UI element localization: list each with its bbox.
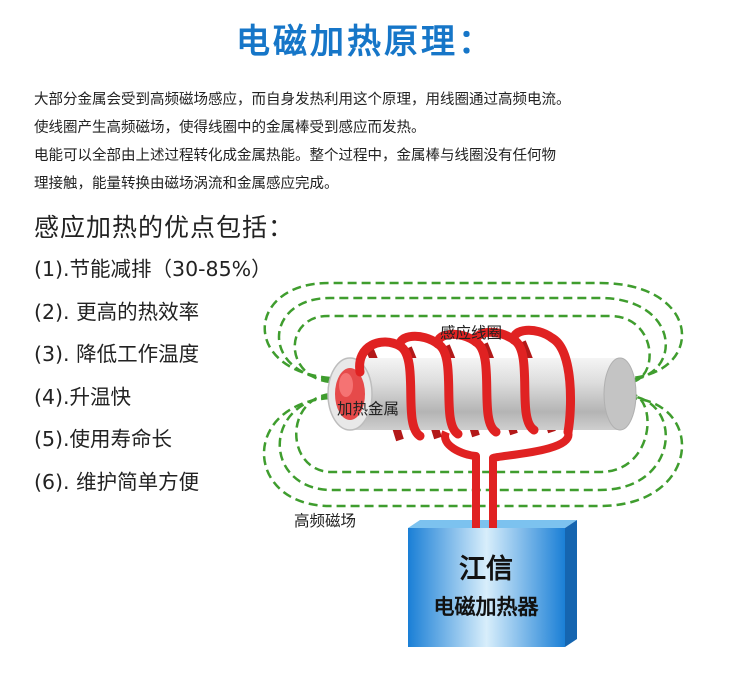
field-line-outer (263, 281, 684, 380)
magnetic-field-lines (262, 281, 684, 508)
description: 大部分金属会受到高频磁场感应，而自身发热利用这个原理，用线圈通过高频电流。 使线… (34, 86, 714, 198)
field-line-outer-bottom (262, 396, 684, 508)
description-line: 大部分金属会受到高频磁场感应，而自身发热利用这个原理，用线圈通过高频电流。 (34, 92, 571, 108)
advantage-item: (5).使用寿命长 (34, 427, 173, 451)
description-line: 理接触，能量转换由磁场涡流和金属感应完成。 (34, 176, 339, 192)
coil-leads (441, 430, 573, 528)
description-line: 使线圈产生高频磁场，使得线圈中的金属棒受到感应而发热。 (34, 120, 426, 136)
heater-box (408, 520, 577, 647)
advantage-item: (3). 降低工作温度 (34, 342, 200, 366)
box-product-label: 电磁加热器 (434, 595, 540, 619)
field-label: 高频磁场 (294, 512, 356, 530)
metal-label: 加热金属 (337, 400, 399, 418)
page-title: 电磁加热原理： (236, 22, 495, 62)
advantage-item: (2). 更高的热效率 (34, 299, 200, 324)
box-brand-label: 江信 (459, 554, 513, 585)
advantages-list: (1).节能减排（30-85%） (2). 更高的热效率 (3). 降低工作温度… (34, 248, 272, 503)
field-line-inner (293, 314, 651, 384)
field-line-inner-bottom (295, 392, 649, 474)
induction-coil (355, 325, 576, 441)
advantage-item: (1).节能减排（30-85%） (34, 257, 272, 281)
description-line: 电能可以全部由上述过程转化成金属热能。整个过程中，金属棒与线圈没有任何物 (34, 148, 556, 164)
advantage-item: (4).升温快 (34, 384, 132, 409)
advantages-heading: 感应加热的优点包括： (34, 213, 295, 242)
advantage-item: (6). 维护简单方便 (34, 469, 200, 494)
coil-label: 感应线圈 (440, 323, 502, 342)
field-line-mid-bottom (278, 394, 667, 492)
